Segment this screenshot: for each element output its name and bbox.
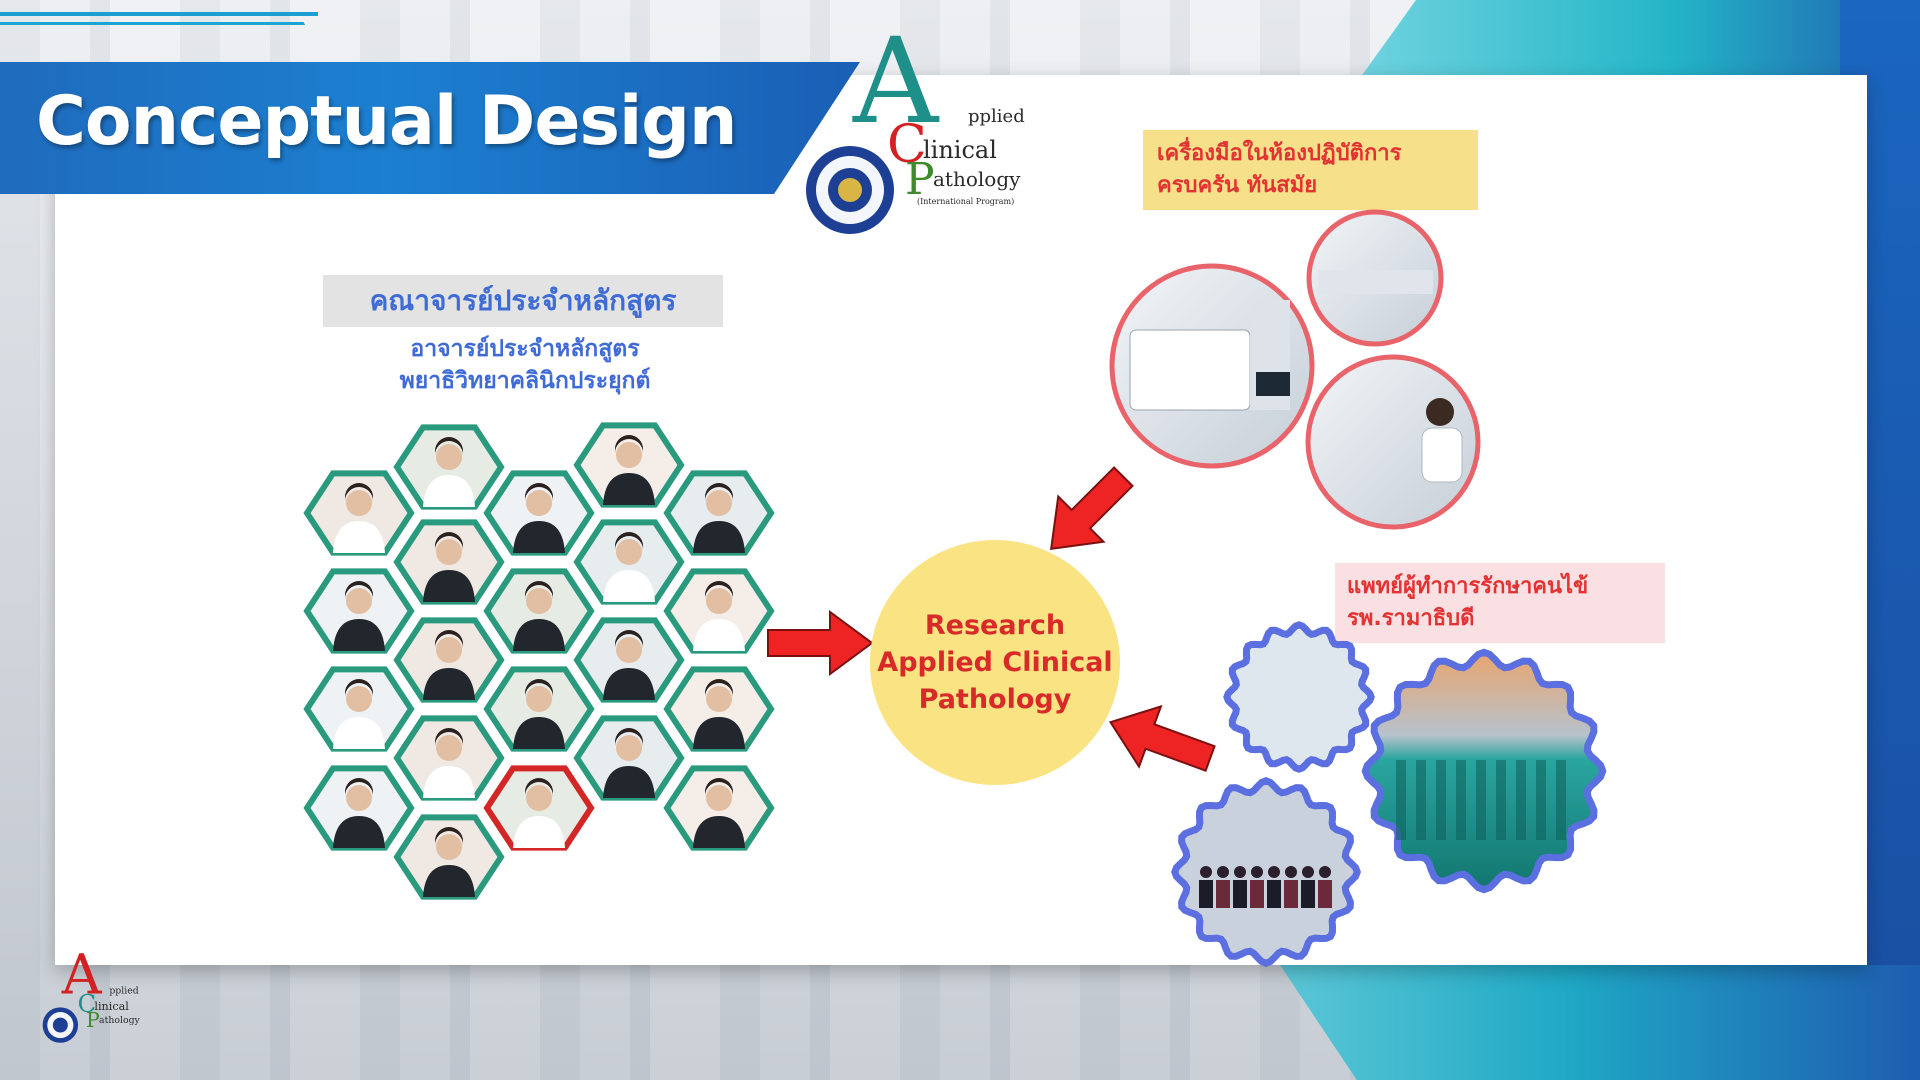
faculty-hexagon-grid <box>303 422 775 900</box>
program-logo-small: A pplied C linical P athology <box>42 942 141 1043</box>
logo-word-clinical: linical <box>923 136 997 164</box>
faculty-portrait-hexagon <box>483 765 595 851</box>
university-seal-icon <box>806 146 894 234</box>
faculty-portrait-hexagon <box>483 568 595 654</box>
lab-photo-large <box>1109 263 1315 469</box>
center-line1: Research <box>924 610 1066 641</box>
logo-program-text: (International Program) <box>917 197 1014 206</box>
faculty-subtitle-line2: พยาธิวิทยาคลินิกประยุกต์ <box>399 368 651 394</box>
faculty-portrait-hexagon <box>663 470 775 556</box>
banner-accent-line <box>0 12 318 16</box>
svg-text:athology: athology <box>99 1015 141 1026</box>
arrow-down-left-icon <box>1049 466 1134 551</box>
faculty-portrait-hexagon <box>663 568 775 654</box>
logo-letter-c: C <box>887 115 927 175</box>
svg-text:A: A <box>61 942 103 1006</box>
hospital-photo-staff <box>1223 621 1375 773</box>
center-line2: Applied Clinical <box>877 647 1113 678</box>
faculty-portrait-hexagon <box>483 470 595 556</box>
faculty-portrait-hexagon <box>663 666 775 752</box>
center-line3: Pathology <box>918 684 1072 715</box>
faculty-portrait-hexagon <box>573 519 685 605</box>
banner-accent-outline <box>0 22 330 75</box>
background-teal-shape-top <box>1360 0 1920 78</box>
lab-equipment-label: เครื่องมือในห้องปฏิบัติการ ครบครัน ทันสม… <box>1143 130 1478 210</box>
title-banner <box>0 62 860 194</box>
faculty-portrait-hexagon <box>393 519 505 605</box>
arrow-right-icon <box>767 610 874 676</box>
background-teal-shape-bottom <box>1280 965 1920 1080</box>
doctors-label-line2: รพ.รามาธิบดี <box>1347 606 1475 631</box>
faculty-portrait-hexagon <box>303 568 415 654</box>
logo-word-applied: pplied <box>968 106 1025 127</box>
logo-letter-p: P <box>905 154 935 205</box>
center-topic-circle: Research Applied Clinical Pathology <box>870 540 1120 785</box>
lab-photo-scientist <box>1305 354 1481 530</box>
faculty-portrait-hexagon <box>303 666 415 752</box>
lab-label-line1: เครื่องมือในห้องปฏิบัติการ <box>1157 141 1402 166</box>
svg-text:pplied: pplied <box>109 985 138 996</box>
faculty-portrait-hexagon <box>393 814 505 900</box>
faculty-portrait-hexagon <box>303 470 415 556</box>
faculty-portrait-hexagon <box>573 617 685 703</box>
faculty-portrait-hexagon <box>393 617 505 703</box>
faculty-portrait-hexagon <box>573 422 685 508</box>
svg-text:C: C <box>78 989 97 1018</box>
arrow-left-icon <box>1108 704 1216 772</box>
logo-letter-a: A <box>852 12 940 150</box>
faculty-portrait-hexagon <box>663 765 775 851</box>
lab-label-line2: ครบครัน ทันสมัย <box>1157 173 1318 198</box>
lab-photo-top <box>1306 209 1444 347</box>
svg-text:linical: linical <box>94 1000 129 1013</box>
doctors-label-line1: แพทย์ผู้ทำการรักษาคนไข้ <box>1347 574 1589 599</box>
doctors-label: แพทย์ผู้ทำการรักษาคนไข้ รพ.รามาธิบดี <box>1335 563 1665 643</box>
svg-text:P: P <box>86 1008 100 1032</box>
faculty-subtitle: อาจารย์ประจำหลักสูตร พยาธิวิทยาคลินิกประ… <box>300 333 750 397</box>
university-seal-icon-small <box>42 1007 79 1043</box>
page-title: Conceptual Design <box>36 82 737 161</box>
faculty-portrait-hexagon <box>573 715 685 801</box>
logo-word-pathology: athology <box>933 167 1021 191</box>
program-logo: A pplied C linical P athology (Internati… <box>806 12 1025 234</box>
faculty-portrait-hexagon <box>483 666 595 752</box>
faculty-title: คณาจารย์ประจำหลักสูตร <box>323 275 723 327</box>
hospital-photo-graduates <box>1171 777 1361 967</box>
faculty-portrait-hexagon <box>393 715 505 801</box>
faculty-portrait-hexagon <box>303 765 415 851</box>
faculty-portrait-hexagon <box>393 424 505 510</box>
hospital-photos <box>1171 621 1607 967</box>
faculty-subtitle-line1: อาจารย์ประจำหลักสูตร <box>410 336 640 362</box>
